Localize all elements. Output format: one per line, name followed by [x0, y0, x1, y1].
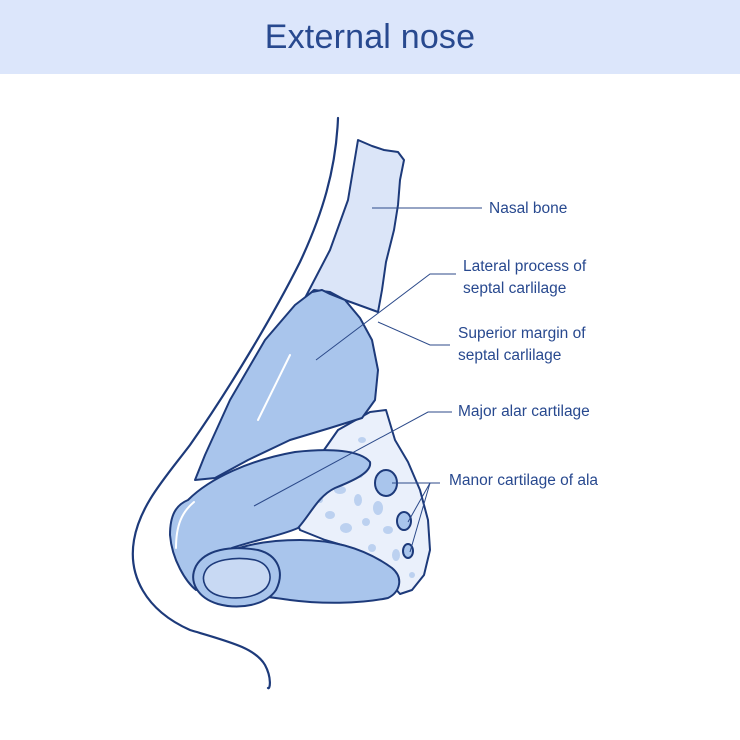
label-lateral-process-line1: Lateral process of [463, 258, 587, 275]
skin-profile-outline [131, 116, 340, 690]
lateral-process-cartilage [194, 289, 379, 481]
nostril-inner [202, 557, 271, 599]
nasal-bone-shape [304, 139, 405, 313]
label-nasal-bone: Nasal bone [489, 200, 568, 217]
label-minor-cartilage-of-ala: Manor cartilage of ala [449, 472, 599, 489]
label-superior-margin-line1: Superior margin of [458, 325, 586, 342]
label-superior-margin-line2: septal carlilage [458, 347, 562, 364]
leader-lines [253, 207, 482, 553]
label-lateral-process-line2: septal carlilage [463, 280, 567, 297]
lateral-process-highlight [257, 354, 291, 421]
fatty-tissue-dots [317, 437, 415, 578]
major-alar-cartilage [169, 449, 372, 591]
page-title: External nose [264, 17, 476, 56]
nostril-highlight [175, 501, 195, 549]
label-major-alar-cartilage: Major alar cartilage [458, 403, 590, 420]
header-banner: External nose [0, 0, 740, 74]
minor-cartilages [374, 469, 414, 559]
